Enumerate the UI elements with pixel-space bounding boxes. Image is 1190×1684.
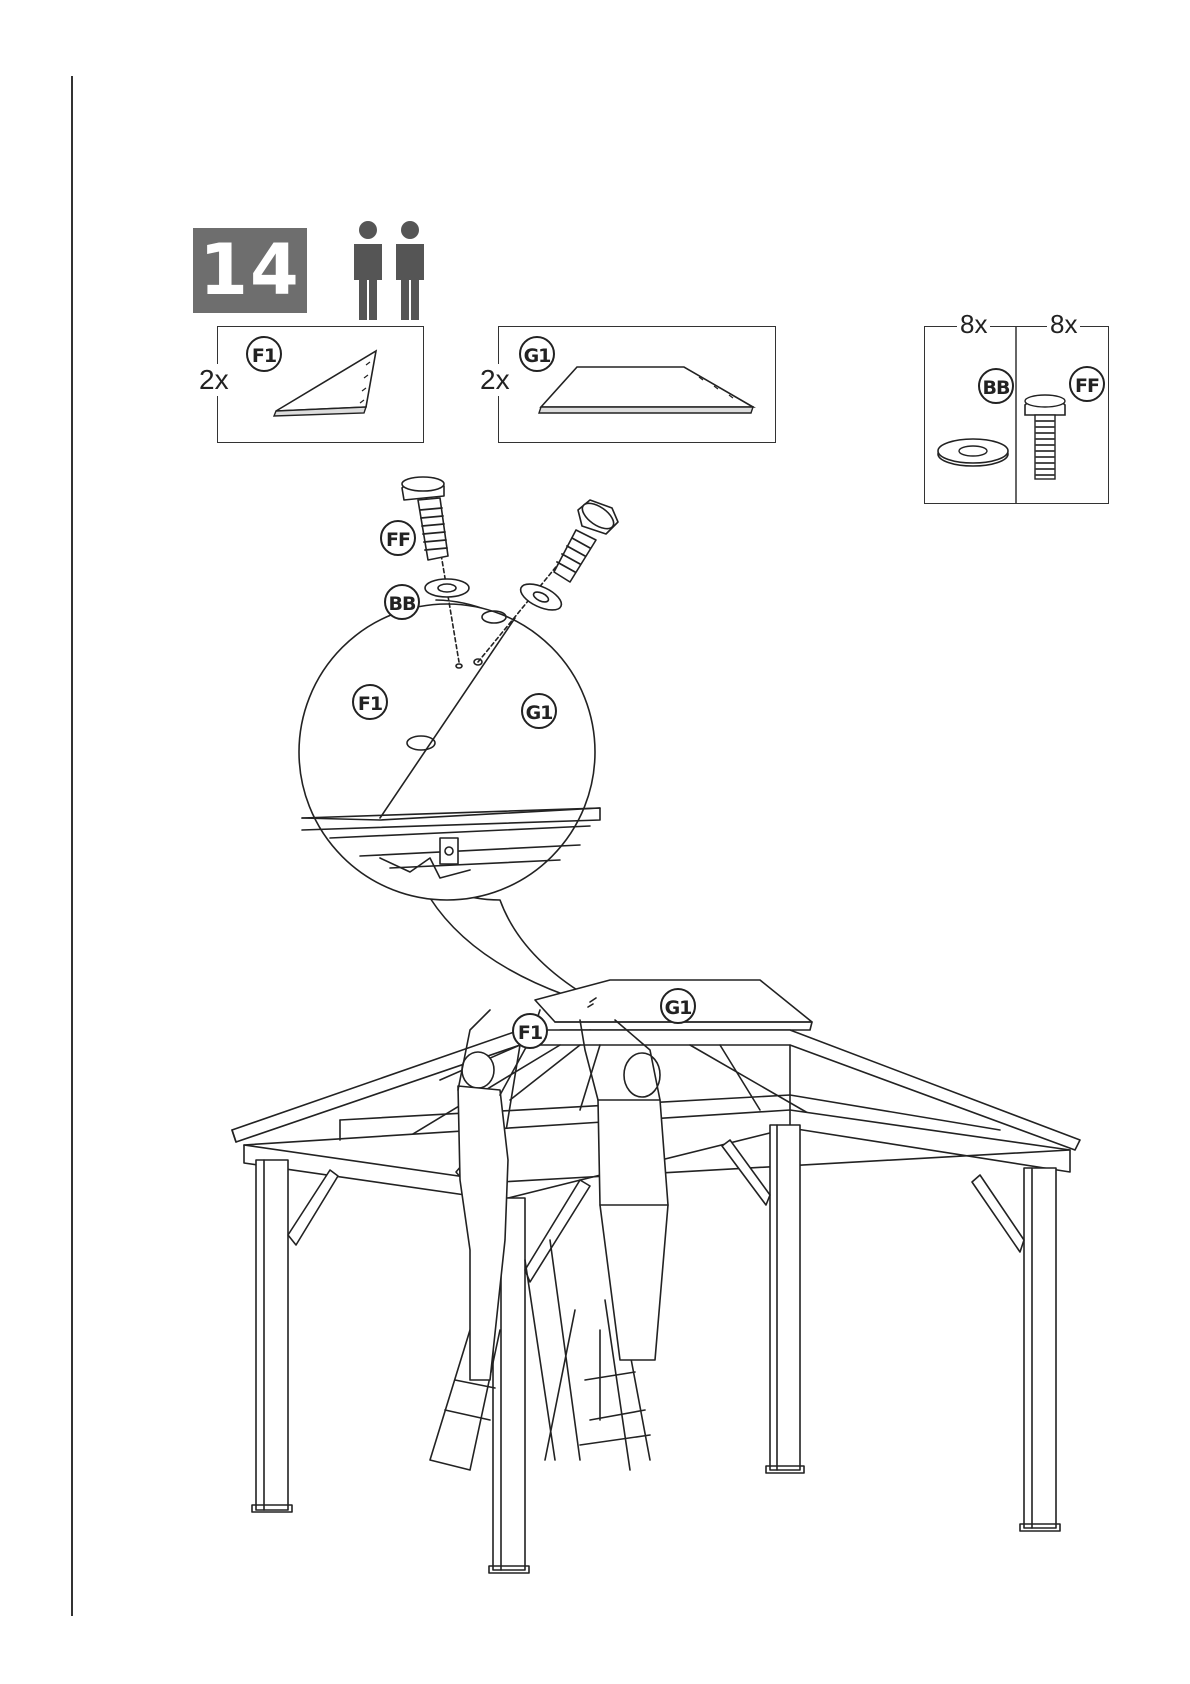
detail-washer-left [425, 579, 469, 597]
detail-label-g1: G1 [521, 693, 557, 729]
detail-bolt-right [554, 498, 618, 582]
scene-label-f1: F1 [512, 1013, 548, 1049]
worker-right [580, 1020, 668, 1360]
detail-label-bb: BB [384, 584, 420, 620]
detail-label-f1: F1 [352, 684, 388, 720]
detail-label-ff: FF [380, 520, 416, 556]
scene-label-g1: G1 [660, 988, 696, 1024]
